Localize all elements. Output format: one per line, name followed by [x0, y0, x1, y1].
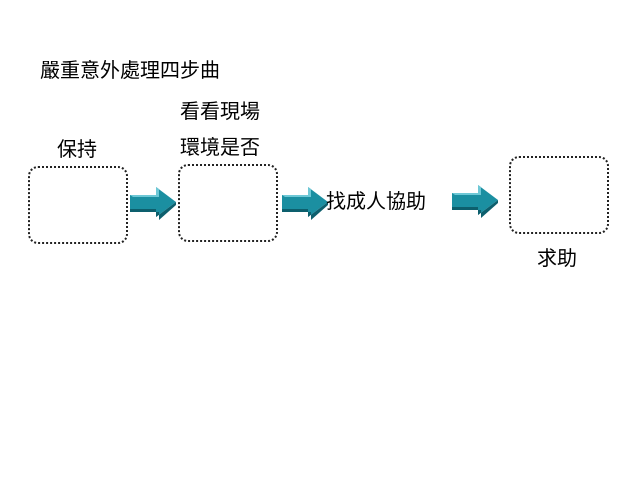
step3-label: 找成人協助: [326, 189, 426, 213]
step2-label-line1: 看看現場: [180, 99, 260, 123]
arrow-1: [130, 185, 176, 221]
arrow-2-shape: [282, 187, 328, 220]
step1-box: [28, 166, 128, 244]
step2-label-line2: 環境是否: [180, 135, 260, 159]
step2-box: [178, 164, 278, 242]
arrow-3: [452, 183, 498, 219]
step4-box: [509, 156, 609, 234]
step1-label: 保持: [57, 137, 97, 161]
arrow-1-shape: [130, 187, 176, 220]
arrow-3-shape: [452, 185, 498, 218]
diagram-title: 嚴重意外處理四步曲: [40, 58, 220, 82]
arrow-2: [282, 185, 328, 221]
step4-label: 求助: [537, 246, 577, 270]
